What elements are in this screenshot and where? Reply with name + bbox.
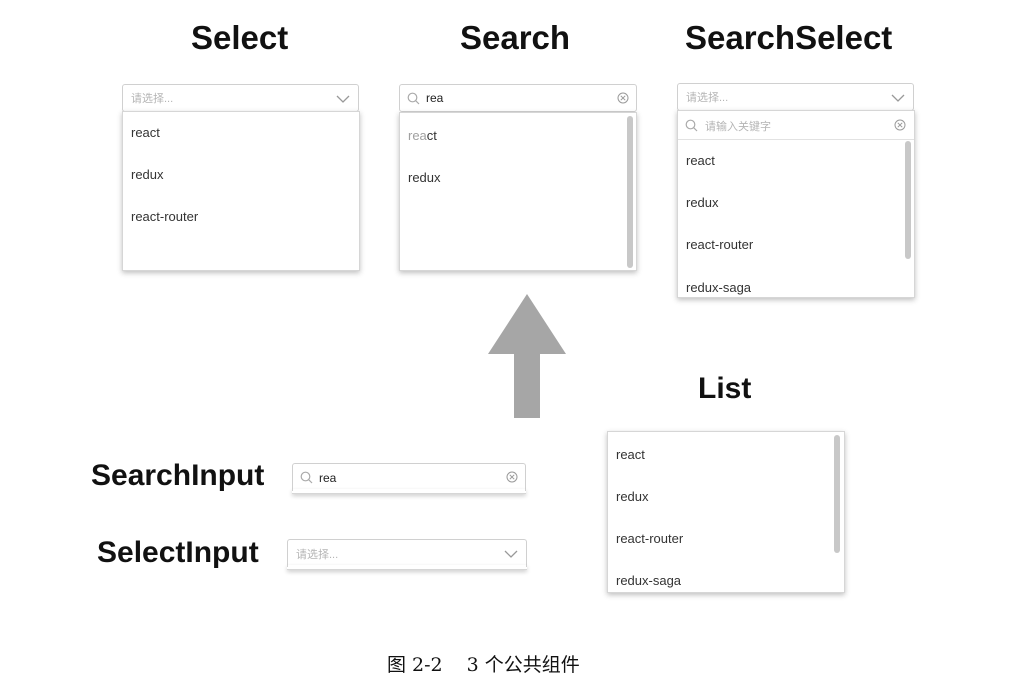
up-arrow-icon <box>488 294 566 418</box>
list-option[interactable]: react-router <box>616 531 684 546</box>
figure-title: 3 个公共组件 <box>466 654 580 676</box>
search-select-option[interactable]: react <box>686 153 715 168</box>
clear-circle-icon[interactable] <box>506 471 518 483</box>
search-option-rest: redux <box>408 170 441 185</box>
list-box: react redux react-router redux-saga <box>607 431 845 593</box>
search-input-query: rea <box>319 470 337 485</box>
search-select-option[interactable]: redux <box>686 195 719 210</box>
select-dropdown: react redux react-router <box>122 111 360 271</box>
scrollbar[interactable] <box>834 435 840 553</box>
search-option[interactable]: redux <box>408 170 441 185</box>
figure-label: 图 2-2 <box>387 654 443 676</box>
search-input-dropdown-edge <box>292 489 526 494</box>
heading-list: List <box>698 372 752 405</box>
search-icon <box>407 92 420 105</box>
heading-select: Select <box>191 19 289 56</box>
search-dropdown: react redux <box>399 112 637 271</box>
search-select-placeholder: 请选择... <box>686 92 729 104</box>
search-option[interactable]: react <box>408 128 437 143</box>
heading-search-input: SearchInput <box>91 459 265 492</box>
search-select-search-placeholder: 请输入关键字 <box>705 121 771 133</box>
select-placeholder: 请选择... <box>131 93 174 105</box>
select-option[interactable]: react <box>131 125 160 140</box>
scrollbar[interactable] <box>905 141 911 259</box>
clear-circle-icon[interactable] <box>617 92 629 104</box>
select-input-placeholder: 请选择... <box>296 548 339 561</box>
heading-select-input: SelectInput <box>97 536 259 569</box>
list-option[interactable]: redux <box>616 489 649 504</box>
select-trigger[interactable]: 请选择... <box>122 84 359 112</box>
search-select-option[interactable]: react-router <box>686 237 754 252</box>
list-option[interactable]: react <box>616 447 645 462</box>
figure-caption: 图 2-2 3 个公共组件 <box>387 650 580 677</box>
select-option[interactable]: redux <box>131 167 164 182</box>
search-option-rest: ct <box>426 128 437 143</box>
search-select-option[interactable]: redux-saga <box>686 280 752 295</box>
list-option[interactable]: redux-saga <box>616 573 682 588</box>
search-icon <box>685 119 698 132</box>
heading-search: Search <box>460 19 571 56</box>
select-option[interactable]: react-router <box>131 209 199 224</box>
search-input-field[interactable]: rea <box>292 463 526 491</box>
search-select-search-input[interactable]: 请输入关键字 <box>678 111 914 140</box>
clear-circle-icon[interactable] <box>894 119 906 131</box>
chevron-down-icon <box>891 94 905 102</box>
search-icon <box>300 471 313 484</box>
search-query: rea <box>426 91 444 105</box>
chevron-down-icon <box>504 550 518 558</box>
select-input-field[interactable]: 请选择... <box>287 539 527 567</box>
search-select-dropdown: 请输入关键字 react redux react-router redux-sa… <box>677 110 915 298</box>
search-option-highlight: rea <box>408 128 427 143</box>
search-input[interactable]: rea <box>399 84 637 112</box>
chevron-down-icon <box>336 95 350 103</box>
search-select-trigger[interactable]: 请选择... <box>677 83 914 111</box>
select-input-dropdown-edge <box>287 565 527 570</box>
heading-search-select: SearchSelect <box>685 19 893 56</box>
scrollbar[interactable] <box>627 116 633 268</box>
